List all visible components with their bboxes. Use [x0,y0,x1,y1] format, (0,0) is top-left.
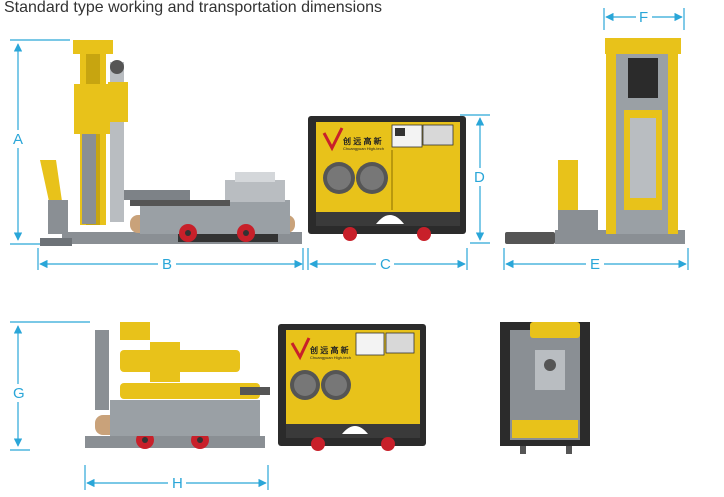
dim-label-b: B [162,256,172,273]
dimension-b: B [37,248,304,273]
brand-logo-top: 创 远 高 新 Chuangyuan High-tech [322,127,384,152]
drill-rig-working-side-view [40,40,302,246]
dimension-e: E [503,248,689,273]
dim-label-d: D [474,169,485,186]
power-unit-side-view: 创 远 高 新 Chuangyuan High-tech [308,116,466,241]
svg-text:创 远 高 新: 创 远 高 新 [309,345,349,355]
dim-label-f: F [639,9,648,26]
dim-label-c: C [380,256,391,273]
dimension-a: A [10,39,70,245]
dim-label-e: E [590,256,600,273]
svg-text:Chuangyuan High-tech: Chuangyuan High-tech [310,355,351,360]
drill-rig-rear-view [505,38,685,244]
drill-rig-transport-side-view [85,322,270,449]
dim-label-h: H [172,475,183,492]
power-unit-transport-view: 创 远 高 新 Chuangyuan High-tech [278,324,426,451]
drill-rig-transport-rear-view [500,322,590,454]
svg-text:创 远 高 新: 创 远 高 新 [342,136,382,146]
dimension-g: G [10,321,90,451]
brand-logo-bottom: 创 远 高 新 Chuangyuan High-tech [290,337,351,361]
dim-label-a: A [13,131,23,148]
dim-label-g: G [13,385,25,402]
dimension-h: H [84,465,269,492]
dimension-c: C [307,248,468,273]
page-title: Standard type working and transportation… [4,0,382,16]
dimension-d: D [460,114,490,244]
dimension-f: F [603,8,685,30]
svg-text:Chuangyuan High-tech: Chuangyuan High-tech [343,146,384,151]
